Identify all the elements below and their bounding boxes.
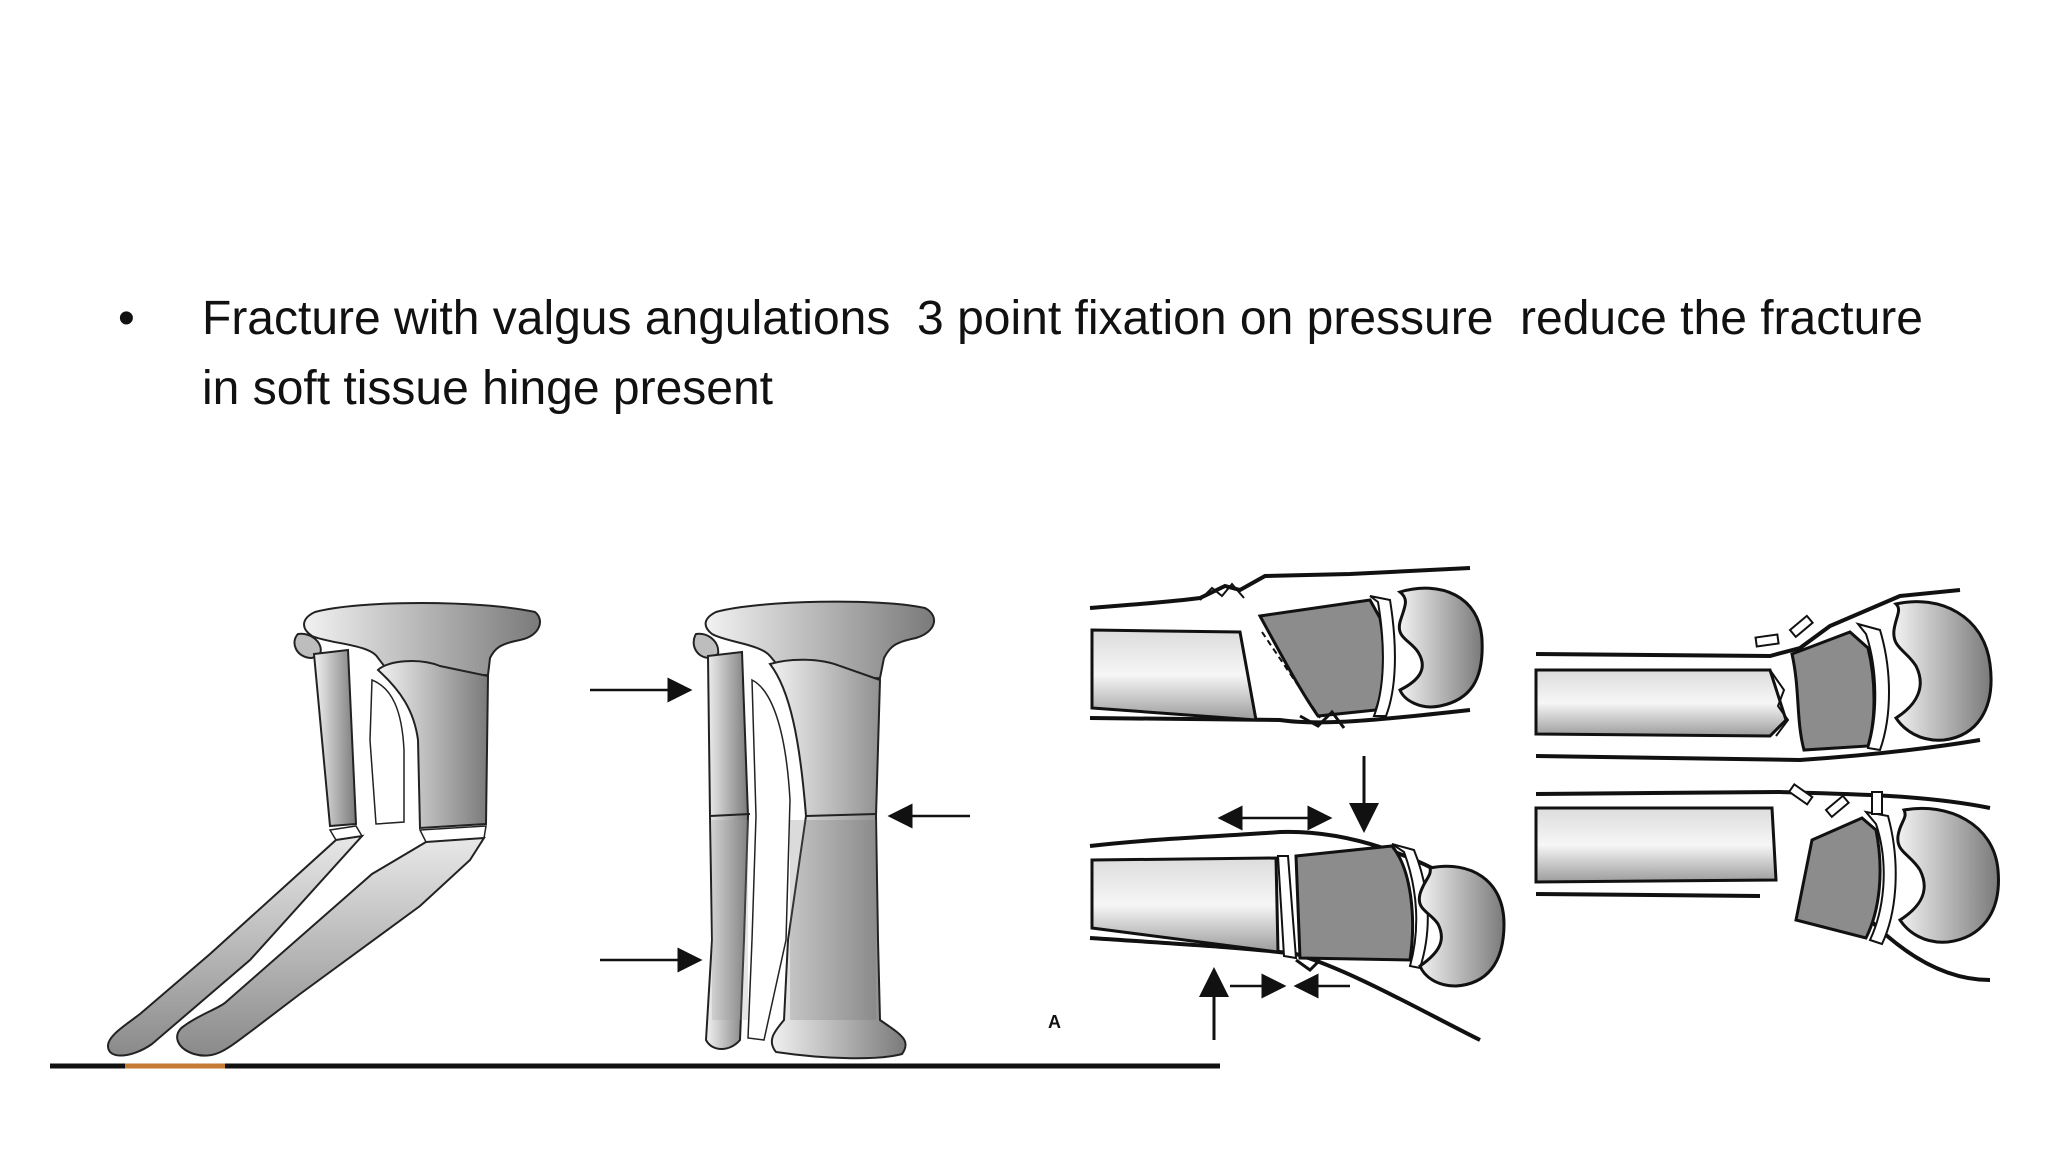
angulated-leg-bones [106,602,541,1057]
complete-fracture-lower [1534,783,2000,982]
hinge-fracture-lower [1089,829,1506,1042]
reduced-leg-bones [590,600,970,1060]
hinge-fracture-upper [1089,566,1484,833]
complete-fracture-upper [1534,588,1993,763]
bullet-text: Fracture with valgus angulations 3 point… [202,292,1950,415]
fracture-illustration: A [0,540,2048,1080]
bullet-icon: • [118,292,135,345]
panel-label-a: A [1048,1012,1061,1032]
fracture-illustration-svg [50,566,2000,1069]
